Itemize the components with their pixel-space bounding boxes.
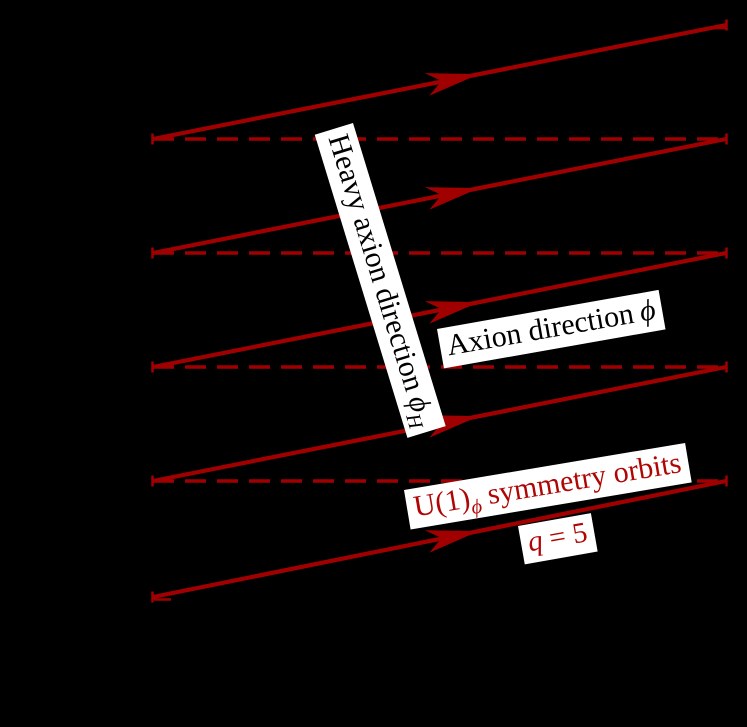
axion-phi-symbol: ϕ: [637, 293, 659, 329]
axion-label-text: Axion direction: [444, 296, 637, 363]
orbit-line: [152, 136, 727, 256]
orbit-line: [152, 22, 727, 142]
orbit-arrowhead-icon: [424, 530, 479, 553]
heavy-axion-direction-label: Heavy axion directionϕH: [314, 123, 446, 439]
orbit-line: [152, 250, 727, 370]
orbit-arrowhead-icon: [424, 301, 479, 324]
axion-direction-label: Axion directionϕ: [437, 289, 666, 369]
heavy-axion-label-text: Heavy axion direction: [321, 130, 432, 395]
orbit-arrowhead-icon: [424, 73, 479, 96]
orbit-line: [152, 478, 727, 600]
orbit-arrowhead-icon: [424, 187, 479, 210]
